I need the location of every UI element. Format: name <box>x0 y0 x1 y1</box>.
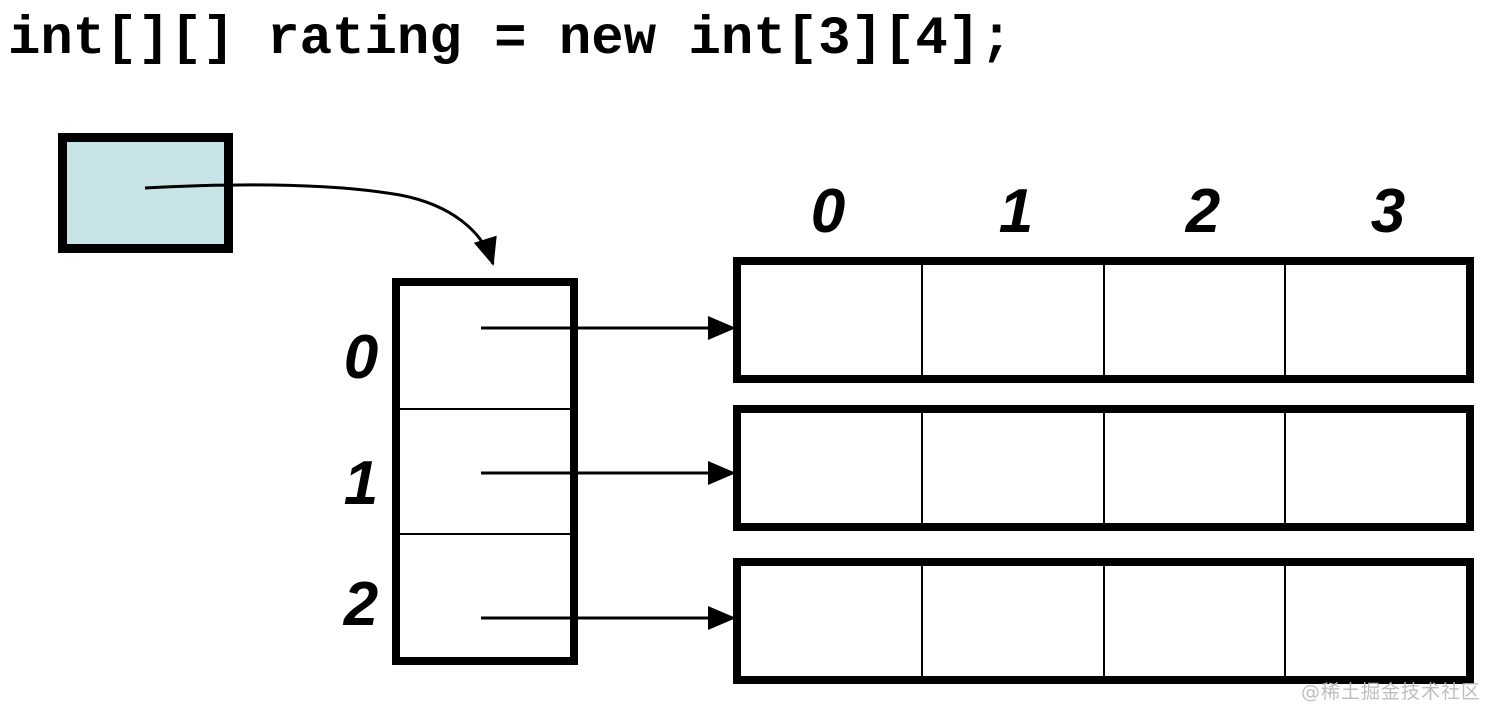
outer-array-cell-1 <box>400 408 570 532</box>
array-cell <box>920 413 1103 523</box>
column-index-label-1: 1 <box>998 177 1034 246</box>
outer-array-cell-0 <box>400 286 570 408</box>
inner-array-1 <box>733 405 1474 531</box>
array-cell <box>1102 413 1285 523</box>
row-index-label-0: 0 <box>343 323 379 392</box>
outer-array-cell-2 <box>400 532 570 657</box>
array-cell <box>741 265 921 375</box>
array-cell <box>741 566 921 676</box>
array-cell <box>920 265 1103 375</box>
inner-array-0 <box>733 257 1474 383</box>
row-index-label-1: 1 <box>343 449 379 518</box>
inner-array-2 <box>733 558 1474 684</box>
array-cell <box>1102 566 1285 676</box>
array-cell <box>920 566 1103 676</box>
watermark-text: @稀土掘金技术社区 <box>1300 681 1481 703</box>
column-index-label-2: 2 <box>1185 177 1221 246</box>
outer-array <box>392 278 578 665</box>
array-cell <box>1284 265 1466 375</box>
reference-variable-box <box>58 133 233 253</box>
column-index-label-3: 3 <box>1370 177 1406 246</box>
array-cell <box>741 413 921 523</box>
row-index-label-2: 2 <box>343 570 379 639</box>
array-cell <box>1284 413 1466 523</box>
array-cell <box>1102 265 1285 375</box>
code-declaration-title: int[][] rating = new int[3][4]; <box>8 9 1013 70</box>
array-cell <box>1284 566 1466 676</box>
column-index-label-0: 0 <box>810 177 846 246</box>
